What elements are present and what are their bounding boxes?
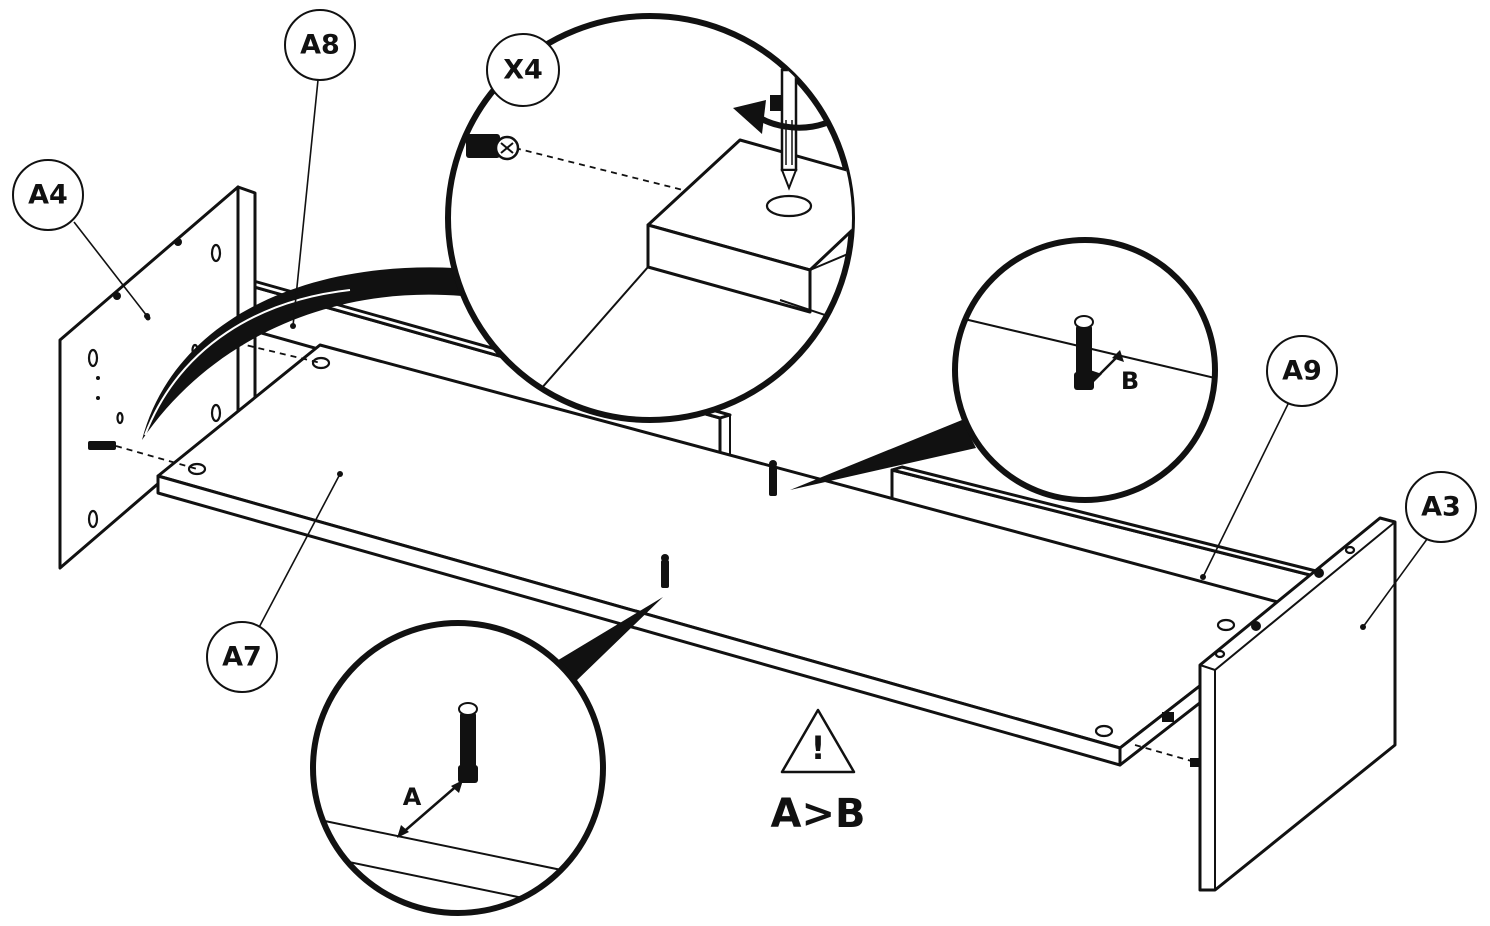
zoom-connector bbox=[142, 267, 462, 440]
leader-lines bbox=[73, 79, 1431, 636]
dimension-b-label: B bbox=[1121, 367, 1139, 395]
zoom-detail-bottom: A bbox=[310, 620, 606, 916]
cam-bolt-icon bbox=[466, 134, 520, 161]
dimension-a-label: A bbox=[403, 783, 422, 811]
part-label-a8: A8 bbox=[300, 30, 340, 61]
cam-bolt-icon bbox=[88, 441, 116, 450]
warning-note: ! A>B bbox=[771, 708, 866, 837]
cam-bolt-icon bbox=[458, 702, 478, 783]
callout-x4: X4 bbox=[486, 33, 560, 107]
callout-a3: A3 bbox=[1405, 471, 1477, 543]
quantity-label-x4: X4 bbox=[503, 55, 543, 86]
callout-a7: A7 bbox=[206, 621, 278, 693]
callout-a4: A4 bbox=[12, 159, 84, 231]
cam-bolt-icon bbox=[1074, 315, 1094, 390]
warning-rule: A>B bbox=[771, 791, 866, 837]
callout-a8: A8 bbox=[284, 9, 356, 81]
zoom-detail-right: B bbox=[952, 237, 1218, 503]
zoom-connector bbox=[790, 420, 976, 490]
insertion-guides bbox=[115, 342, 1196, 763]
cam-bolt-icon bbox=[661, 554, 669, 588]
right-panel-a3 bbox=[1162, 516, 1397, 892]
warning-mark: ! bbox=[811, 729, 826, 767]
part-label-a9: A9 bbox=[1282, 356, 1322, 387]
warning-triangle-icon bbox=[780, 708, 856, 774]
callout-a9: A9 bbox=[1266, 335, 1338, 407]
zoom-detail-top bbox=[445, 13, 855, 423]
cam-bolt-icon bbox=[769, 460, 777, 496]
part-label-a7: A7 bbox=[222, 642, 262, 673]
part-label-a3: A3 bbox=[1421, 492, 1461, 523]
zoom-connector bbox=[555, 597, 663, 684]
part-label-a4: A4 bbox=[28, 180, 68, 211]
